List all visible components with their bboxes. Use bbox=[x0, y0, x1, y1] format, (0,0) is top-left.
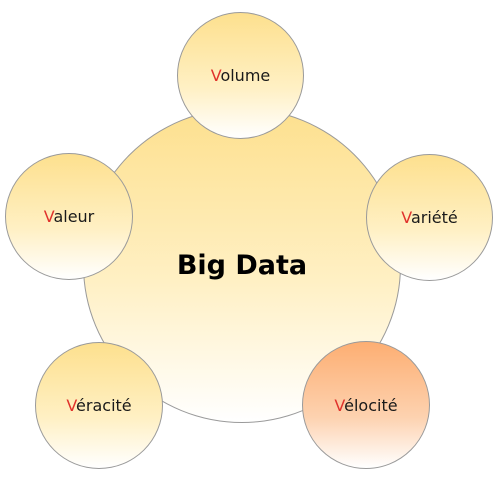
core-label: Big Data bbox=[176, 250, 308, 281]
initial-letter: V bbox=[66, 396, 77, 415]
initial-letter: V bbox=[334, 395, 345, 415]
satellite-label-velocite: Vélocité bbox=[334, 395, 398, 415]
initial-letter: V bbox=[210, 66, 221, 85]
satellite-label-variete: Variété bbox=[401, 208, 458, 227]
initial-letter: V bbox=[401, 208, 411, 227]
satellite-label-veracite: Véracité bbox=[66, 396, 132, 415]
satellite-valeur: Valeur bbox=[5, 153, 133, 280]
satellite-veracite: Véracité bbox=[35, 342, 163, 469]
satellite-volume: Volume bbox=[177, 12, 304, 139]
satellite-variete: Variété bbox=[366, 154, 493, 281]
satellite-velocite: Vélocité bbox=[302, 341, 430, 469]
initial-letter: V bbox=[43, 207, 54, 226]
satellite-label-volume: Volume bbox=[210, 66, 271, 85]
satellite-label-valeur: Valeur bbox=[43, 207, 95, 226]
